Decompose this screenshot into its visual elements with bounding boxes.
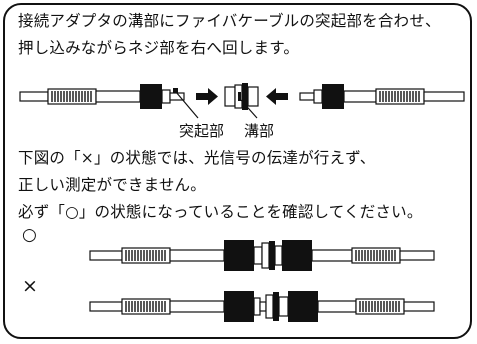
arrow-right-icon [196, 88, 218, 105]
protrusion-label: 突起部 [179, 122, 225, 140]
warning-line-3: 必ず「○」の状態になっていることを確認してください。 [18, 203, 423, 221]
instruction-line-1: 接続アダプタの溝部にファイバケーブルの突起部を合わせ、 [18, 12, 441, 30]
groove-label: 溝部 [244, 122, 275, 140]
ng-connection [89, 291, 435, 322]
warning-line-1: 下図の「×」の状態では、光信号の伝達が行えず、 [18, 149, 376, 167]
warning-line-2: 正しい測定ができません。 [18, 176, 206, 194]
left-fiber-cable [19, 88, 141, 105]
protrusion-leader-line [175, 91, 199, 119]
instruction-panel [3, 3, 472, 339]
right-fiber-cable [343, 88, 465, 105]
instruction-line-2: 押し込みながらネジ部を右へ回します。 [18, 39, 300, 57]
left-connector-nut [140, 84, 162, 109]
left-ferrule [161, 88, 185, 104]
ng-mark-icon: × [22, 275, 38, 297]
groove-leader-line [240, 99, 258, 119]
ok-mark-icon: ○ [22, 225, 37, 245]
ok-connection [89, 240, 435, 271]
arrow-left-icon [266, 88, 288, 105]
adapter [224, 83, 259, 110]
right-connector-nut [322, 84, 344, 109]
right-ferrule [299, 89, 323, 104]
